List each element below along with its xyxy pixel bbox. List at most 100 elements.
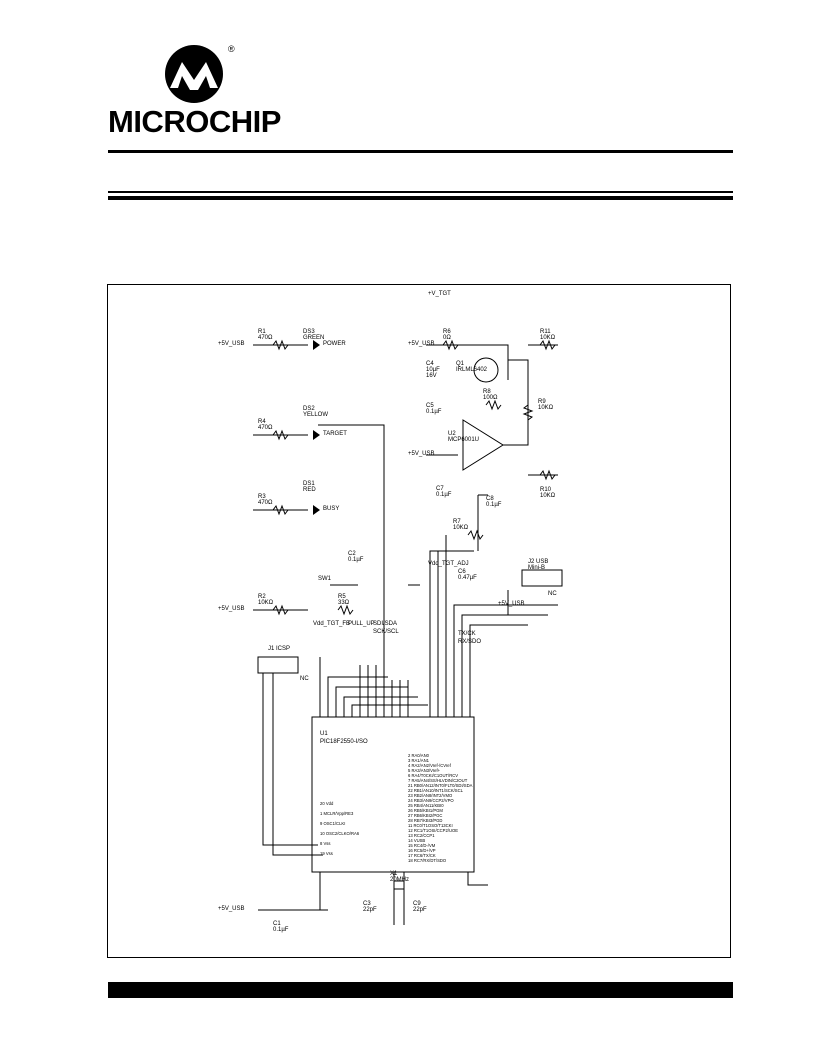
- u1-pin-12: 12 RC1/T1OSI/CCP2/UOE: [408, 828, 458, 833]
- c6-value: 0.47µF: [458, 575, 477, 581]
- schematic-frame: U1 PIC18F2550-I/SO +V_TGT +5V_USB +5V_US…: [107, 284, 731, 958]
- r11-value: 10KΩ: [540, 335, 556, 341]
- u1-pin-7: 7 RA5/AN4/SS/HLVDIN/C2OUT: [408, 778, 468, 783]
- label-sdi-sda: SDI/SDA: [373, 621, 397, 627]
- r10-resistor: [539, 469, 556, 481]
- r10-value: 10KΩ: [540, 493, 556, 499]
- label-vusb-5: +5V_USB: [408, 451, 435, 457]
- label-busy: BUSY: [323, 506, 339, 512]
- label-vusb-1: +5V_USB: [218, 341, 245, 347]
- r5-value: 33Ω: [338, 600, 350, 606]
- u1-pin-11: 11 RC0/T1OSO/T13CKI: [408, 823, 453, 828]
- u1-part: PIC18F2550-I/SO: [320, 739, 368, 745]
- label-nc-2: NC: [548, 591, 557, 597]
- label-v-tgt: +V_TGT: [428, 291, 451, 297]
- u1-pin-8: 8 Vss: [320, 841, 330, 846]
- q1-ref: Q1: [456, 361, 465, 367]
- footer-bar: [108, 982, 733, 998]
- u1-pin-9: 9 OSC1/CLKI: [320, 821, 345, 826]
- r6-ref: R6: [443, 329, 451, 335]
- r3-ref: R3: [258, 494, 266, 500]
- r3-resistor: [272, 504, 289, 516]
- c4-voltage: 16V: [426, 373, 437, 379]
- u1-pin-16: 16 RC5/D+/VP: [408, 848, 436, 853]
- ds2-color: YELLOW: [303, 412, 328, 418]
- label-power: POWER: [323, 341, 346, 347]
- ds3-color: GREEN: [303, 335, 324, 341]
- r11-resistor: [539, 339, 556, 351]
- u1-right-pin-list: 20 Vdd 1 MCLR/Vpp/RE3 9 OSC1/CLKI 10 OSC2/C…: [320, 801, 360, 856]
- r10-ref: R10: [540, 487, 552, 493]
- r7-value: 10KΩ: [453, 525, 469, 531]
- r3-value: 470Ω: [258, 500, 273, 506]
- c8-value: 0.1µF: [486, 502, 502, 508]
- u1-pin-17: 17 RC6/TX/CK: [408, 853, 436, 858]
- c2-ref: C2: [348, 551, 356, 557]
- label-vdd-tgt-adj: Vdd_TGT_ADJ: [428, 561, 469, 567]
- label-vusb-2: +5V_USB: [218, 606, 245, 612]
- r5-ref: R5: [338, 594, 346, 600]
- label-vusb-3: +5V_USB: [218, 906, 245, 912]
- u1-pin-24: 24 RB3/AN9/CCP2/VPO: [408, 798, 454, 803]
- x1-ref: X1: [390, 871, 398, 877]
- r11-ref: R11: [540, 329, 551, 335]
- r8-resistor: [485, 399, 502, 411]
- u1-pin-15: 15 RC4/D-/VM: [408, 843, 436, 848]
- r4-resistor: [272, 429, 289, 441]
- u1-pin-1: 1 MCLR/Vpp/RE3: [320, 811, 354, 816]
- j1-name: ICSP: [276, 646, 290, 652]
- c4-ref: C4: [426, 361, 434, 367]
- u1-pin-19: 19 Vss: [320, 851, 333, 856]
- u1-pin-4: 4 RA2/AN2/Vref-/CVref: [408, 763, 452, 768]
- r9-ref: R9: [538, 399, 546, 405]
- r1-resistor: [272, 339, 289, 351]
- label-target: TARGET: [323, 431, 347, 437]
- label-tx-ck: TX/CK: [458, 631, 476, 637]
- label-nc-1: NC: [300, 676, 309, 682]
- u2-opamp: [462, 419, 504, 471]
- header-rule-bottom-b: [108, 196, 733, 200]
- label-rx-sdo: RX/SDO: [458, 639, 481, 645]
- r9-resistor: [522, 404, 534, 421]
- c2-value: 0.1µF: [348, 557, 364, 563]
- c4-value: 10µF: [426, 367, 440, 373]
- r1-ref: R1: [258, 329, 266, 335]
- r6-resistor: [442, 339, 459, 351]
- ds1-ref: DS1: [303, 481, 315, 487]
- ds3-ref: DS3: [303, 329, 315, 335]
- u1-pin-10: 10 OSC2/CLKO/RA6: [320, 831, 360, 836]
- schematic-diagram: U1 PIC18F2550-I/SO +V_TGT +5V_USB +5V_US…: [218, 291, 563, 933]
- c6-ref: C6: [458, 569, 466, 575]
- u2-part: MCP6001U: [448, 437, 479, 443]
- u1-pin-20: 20 Vdd: [320, 801, 334, 806]
- c9-value: 22pF: [413, 907, 427, 913]
- u1-body: [311, 716, 475, 873]
- c9-ref: C9: [413, 901, 421, 907]
- ds2-led: [313, 430, 320, 440]
- r1-value: 470Ω: [258, 335, 273, 341]
- c1-value: 0.1µF: [273, 927, 289, 933]
- r2-ref: R2: [258, 594, 266, 600]
- u1-pin-18: 18 RC7/RX/DT/SDO: [408, 858, 447, 863]
- ds3-led: [313, 340, 320, 350]
- label-sw1: SW1: [318, 576, 332, 582]
- r4-ref: R4: [258, 419, 266, 425]
- j2-connector: [521, 569, 563, 587]
- u1-pin-5: 5 RA3/AN3/Vref+: [408, 768, 441, 773]
- u1-pin-3: 3 RA1/AN1: [408, 758, 430, 763]
- u1-pin-2: 2 RA0/AN0: [408, 753, 430, 758]
- u1-pin-28: 28 RB7/KBI3/PGD: [408, 818, 442, 823]
- r4-value: 470Ω: [258, 425, 273, 431]
- r2-resistor: [272, 604, 289, 616]
- r7-ref: R7: [453, 519, 461, 525]
- r9-value: 10KΩ: [538, 405, 554, 411]
- c5-ref: C5: [426, 403, 434, 409]
- r6-value: 0Ω: [443, 335, 451, 341]
- u1-pin-21: 21 RB0/AN12/INT0/FLT0/SDI/SDA: [408, 783, 473, 788]
- c8-ref: C8: [486, 496, 494, 502]
- label-vusb-4: +5V_USB: [408, 341, 435, 347]
- j1-ref: J1: [268, 646, 275, 652]
- u1-pin-27: 27 RB6/KBI2/PGC: [408, 813, 442, 818]
- u1-pin-25: 25 RB4/AN11/KBI0: [408, 803, 444, 808]
